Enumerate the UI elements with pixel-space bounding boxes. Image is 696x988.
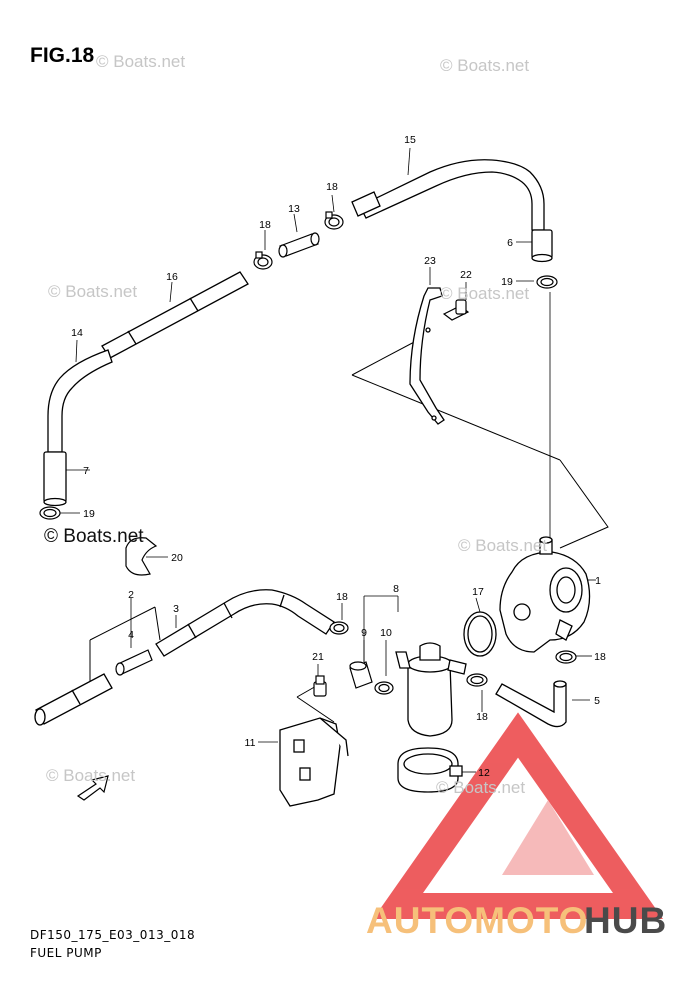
watermark: © Boats.net [46, 766, 136, 785]
callout-7: 7 [83, 465, 89, 477]
bolt-22 [442, 299, 470, 321]
holder-12 [397, 747, 463, 793]
callout-15: 15 [404, 134, 416, 146]
joint-9 [349, 661, 373, 689]
callout-6: 6 [507, 237, 513, 249]
callout-21: 21 [312, 651, 324, 663]
brand-part1: AUTOMOTO [366, 900, 589, 941]
clamp-10 [374, 681, 394, 695]
joint-13 [278, 232, 320, 258]
clamp-19-right [536, 275, 558, 289]
callout-19-b: 19 [83, 508, 95, 520]
watermark: © Boats.net [440, 284, 530, 303]
joint-4 [115, 649, 153, 676]
triangle-logo-icon [372, 712, 664, 919]
figure-name: FUEL PUMP [30, 946, 102, 960]
callout-9: 9 [361, 627, 367, 639]
callout-labels: 15 18 13 18 6 23 22 16 19 14 7 19 20 1 8… [71, 134, 606, 779]
callout-1: 1 [595, 575, 601, 587]
callout-18-c: 18 [336, 591, 348, 603]
clamp-18-top-right [324, 211, 344, 230]
watermark: © Boats.net [440, 56, 530, 75]
callout-19-a: 19 [501, 276, 513, 288]
callout-18-a: 18 [326, 181, 338, 193]
figure-title: FIG.18 [30, 44, 95, 67]
callout-18-e: 18 [476, 711, 488, 723]
hose-14-16 [43, 271, 249, 507]
callout-18-d: 18 [594, 651, 606, 663]
leader-lines [56, 147, 596, 773]
clip-20 [125, 537, 158, 576]
hose-5 [495, 680, 567, 728]
bracket-11 [279, 717, 349, 807]
callout-14: 14 [71, 327, 83, 339]
hose-15 [351, 159, 553, 263]
fwd-arrow-icon [76, 775, 109, 801]
brand-part2: HUB [584, 900, 668, 941]
o-ring-17 [463, 611, 497, 657]
clamp-19-left [39, 506, 61, 520]
fuel-pump-1 [499, 536, 591, 653]
callout-4: 4 [128, 629, 134, 641]
callout-8: 8 [393, 583, 399, 595]
figure-code: DF150_175_E03_013_018 [30, 928, 196, 942]
clamp-18-right [555, 650, 577, 664]
callout-18-b: 18 [259, 219, 271, 231]
callout-20: 20 [171, 552, 183, 564]
hose-2 [34, 673, 113, 726]
clamp-18-lower-left [329, 621, 349, 635]
callout-5: 5 [594, 695, 600, 707]
hose-3 [155, 589, 335, 657]
callout-12: 12 [478, 767, 490, 779]
bracket-23 [409, 287, 445, 425]
watermark: © Boats.net [436, 778, 526, 797]
watermark: © Boats.net [458, 536, 548, 555]
clamp-18-top-left [253, 251, 273, 270]
callout-3: 3 [173, 603, 179, 615]
clamp-18-filter-right [466, 673, 488, 687]
callout-13: 13 [288, 203, 300, 215]
watermark-dark: © Boats.net [44, 526, 144, 547]
callout-10: 10 [380, 627, 392, 639]
callout-23: 23 [424, 255, 436, 267]
assembly-frame-lines [89, 339, 609, 723]
callout-11: 11 [245, 737, 256, 749]
watermark: © Boats.net [96, 52, 186, 71]
callout-17: 17 [472, 586, 484, 598]
callout-22: 22 [460, 269, 472, 281]
callout-2: 2 [128, 589, 134, 601]
callout-16: 16 [166, 271, 178, 283]
watermark: © Boats.net [48, 282, 138, 301]
fuel-filter-8 [395, 642, 467, 737]
bolt-21 [313, 675, 327, 697]
